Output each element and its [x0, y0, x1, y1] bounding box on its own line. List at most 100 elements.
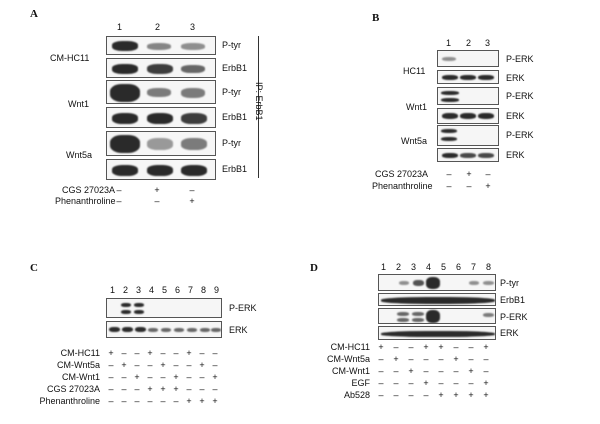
treatment-sign: –: [378, 378, 384, 388]
lane-number: 2: [123, 285, 129, 295]
lane-number: 5: [162, 285, 168, 295]
treatment-sign: –: [121, 348, 127, 358]
panel-a-sign: +: [154, 185, 160, 195]
treatment-sign: –: [160, 348, 166, 358]
treatment-sign: –: [108, 360, 114, 370]
panel-b-blot-label-5: P-ERK: [506, 130, 534, 140]
treatment-sign: +: [186, 396, 192, 406]
panel-a-blot-label-1: P-tyr: [222, 40, 241, 50]
panel-b-blot-label-1: P-ERK: [506, 54, 534, 64]
panel-b-sign: +: [466, 169, 472, 179]
panel-a-blot-4: [106, 107, 216, 128]
panel-c-blot-perk: [106, 298, 222, 318]
lane-number: 3: [136, 285, 142, 295]
lane-number: 6: [456, 262, 462, 272]
panel-d-blot-erbb1: [378, 293, 496, 306]
treatment-sign: –: [212, 360, 218, 370]
panel-a-sign: –: [116, 185, 122, 195]
treatment-sign: –: [173, 348, 179, 358]
treatment-sign: –: [173, 396, 179, 406]
treatment-label: CM-Wnt5a: [56, 360, 100, 370]
panel-d-label: D: [310, 262, 318, 274]
treatment-sign: –: [108, 372, 114, 382]
panel-a-blot-5: [106, 131, 216, 156]
treatment-sign: –: [438, 378, 444, 388]
treatment-sign: +: [423, 378, 429, 388]
panel-b-blot-4: [437, 108, 499, 124]
treatment-sign: +: [438, 342, 444, 352]
treatment-sign: –: [186, 372, 192, 382]
treatment-sign: –: [134, 360, 140, 370]
treatment-label: Phenanthroline: [39, 396, 100, 406]
treatment-sign: –: [378, 354, 384, 364]
lane-number: 1: [110, 285, 116, 295]
treatment-sign: +: [423, 342, 429, 352]
treatment-sign: –: [134, 396, 140, 406]
panel-a-blot-6: [106, 159, 216, 180]
panel-b-treatment-cgs: CGS 27023A: [375, 169, 429, 179]
panel-c-label: C: [30, 262, 38, 274]
panel-b-blot-label-3: P-ERK: [506, 91, 534, 101]
treatment-sign: +: [108, 348, 114, 358]
treatment-sign: –: [408, 378, 414, 388]
treatment-sign: –: [423, 354, 429, 364]
treatment-sign: +: [147, 384, 153, 394]
treatment-label: CM-Wnt5a: [326, 354, 370, 364]
treatment-label: EGF: [351, 378, 370, 388]
panel-d-blot-label-perk: P-ERK: [500, 312, 528, 322]
panel-b-lane-3: 3: [485, 38, 491, 48]
treatment-sign: –: [212, 384, 218, 394]
panel-a-blot-label-4: ErbB1: [222, 112, 248, 122]
treatment-sign: –: [423, 390, 429, 400]
panel-b-label: B: [372, 12, 380, 24]
treatment-sign: +: [453, 354, 459, 364]
panel-b-blot-5: [437, 125, 499, 146]
treatment-sign: +: [134, 372, 140, 382]
treatment-sign: –: [160, 372, 166, 382]
panel-a-sign: +: [189, 196, 195, 206]
treatment-sign: –: [378, 366, 384, 376]
treatment-sign: +: [160, 384, 166, 394]
panel-b-blot-label-6: ERK: [506, 150, 525, 160]
panel-d-blot-perk: [378, 308, 496, 324]
panel-b-row-label-wnt1: Wnt1: [406, 102, 428, 112]
treatment-sign: –: [468, 378, 474, 388]
panel-a-lane-2: 2: [155, 22, 161, 32]
treatment-sign: –: [393, 378, 399, 388]
treatment-sign: +: [212, 372, 218, 382]
treatment-label: CM-HC11: [60, 348, 100, 358]
treatment-sign: –: [121, 384, 127, 394]
panel-a-treatment-cgs: CGS 27023A: [62, 185, 116, 195]
treatment-sign: –: [212, 348, 218, 358]
treatment-label: Ab528: [343, 390, 370, 400]
panel-b-sign: –: [446, 181, 452, 191]
treatment-sign: +: [199, 396, 205, 406]
panel-a-lane-3: 3: [190, 22, 196, 32]
panel-a-blot-label-6: ErbB1: [222, 164, 248, 174]
lane-number: 1: [381, 262, 387, 272]
panel-b-lane-1: 1: [446, 38, 452, 48]
panel-b-blot-label-2: ERK: [506, 73, 525, 83]
lane-number: 4: [149, 285, 155, 295]
panel-b-sign: –: [466, 181, 472, 191]
panel-a-sign: –: [189, 185, 195, 195]
treatment-sign: +: [483, 342, 489, 352]
lane-number: 8: [486, 262, 492, 272]
panel-b-blot-3: [437, 87, 499, 105]
lane-number: 6: [175, 285, 181, 295]
treatment-label: CM-HC11: [330, 342, 370, 352]
treatment-sign: –: [393, 342, 399, 352]
treatment-sign: –: [121, 372, 127, 382]
panel-a-blot-label-3: P-tyr: [222, 87, 241, 97]
treatment-sign: –: [134, 384, 140, 394]
treatment-sign: –: [468, 354, 474, 364]
treatment-sign: –: [147, 372, 153, 382]
treatment-sign: –: [408, 354, 414, 364]
panel-a-ip-bracket: [258, 36, 259, 178]
treatment-sign: +: [483, 390, 489, 400]
treatment-sign: –: [453, 366, 459, 376]
panel-b-blot-6: [437, 148, 499, 162]
treatment-sign: +: [147, 348, 153, 358]
treatment-sign: +: [438, 390, 444, 400]
panel-a-ip-label: IP: ErbB1: [254, 82, 264, 121]
